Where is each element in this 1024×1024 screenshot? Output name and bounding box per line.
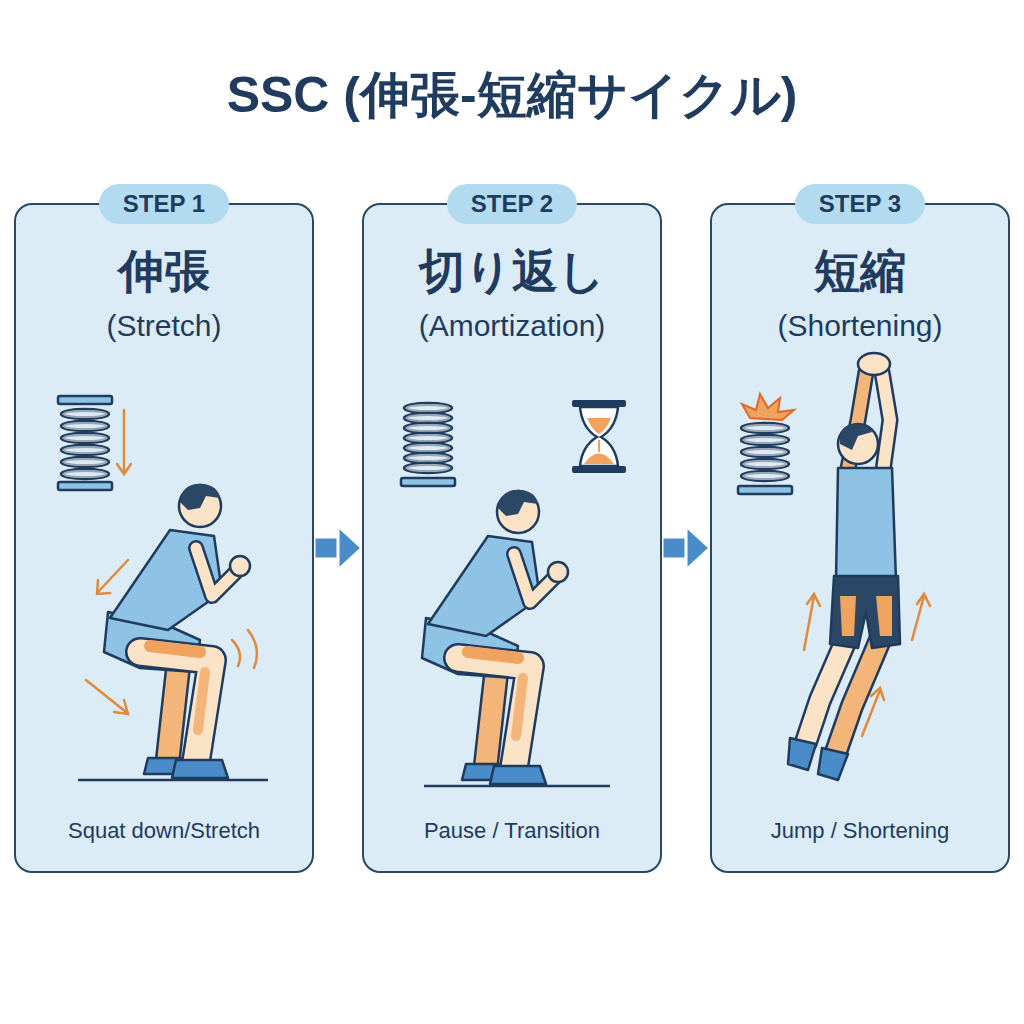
step-label: STEP 2	[447, 184, 577, 224]
jump-figure	[788, 353, 900, 780]
motion-arrows	[86, 560, 257, 714]
step-heading: 切り返し	[364, 241, 660, 303]
step-badge: STEP 2	[447, 184, 577, 224]
step-panel: 伸張(Stretch)Squat down/StretchSTEP 1	[14, 203, 314, 873]
step-badge: STEP 3	[795, 184, 925, 224]
step-label: STEP 3	[795, 184, 925, 224]
step-panel: 短縮(Shortening)Jump / ShorteningSTEP 3	[710, 203, 1010, 873]
arrow-head	[686, 526, 710, 570]
step-caption: Squat down/Stretch	[16, 818, 312, 844]
step-badge: STEP 1	[99, 184, 229, 224]
motion-arrows	[804, 594, 930, 736]
squat-figure	[422, 490, 568, 784]
spring-icon	[401, 403, 455, 486]
step-subheading: (Stretch)	[16, 309, 312, 343]
spring-icon	[738, 423, 792, 494]
hourglass-icon	[572, 400, 626, 473]
floor-line	[424, 785, 610, 788]
step-subheading: (Shortening)	[712, 309, 1008, 343]
arrow-body	[314, 537, 339, 559]
squat-figure	[104, 484, 250, 778]
floor-line	[78, 779, 268, 782]
diagram-title: SSC (伸張-短縮サイクル)	[0, 62, 1024, 129]
step-caption: Jump / Shortening	[712, 818, 1008, 844]
arrow-body	[662, 537, 687, 559]
step-label: STEP 1	[99, 184, 229, 224]
step-caption: Pause / Transition	[364, 818, 660, 844]
step-subheading: (Amortization)	[364, 309, 660, 343]
spring-icon	[58, 396, 112, 490]
burst-icon	[742, 394, 794, 420]
step-heading: 短縮	[712, 241, 1008, 303]
down-arrow	[117, 410, 131, 474]
step-heading: 伸張	[16, 241, 312, 303]
step-panel: 切り返し(Amortization)Pause / TransitionSTEP…	[362, 203, 662, 873]
flow-arrow	[662, 526, 710, 570]
arrow-head	[338, 526, 362, 570]
flow-arrow	[314, 526, 362, 570]
